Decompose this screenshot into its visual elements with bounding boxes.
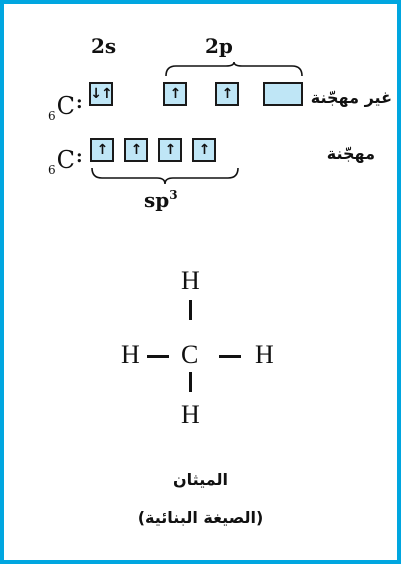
- atom-h-right: H: [255, 340, 274, 369]
- hybrid-orbital-box-4: ↑: [192, 138, 216, 162]
- sp3-label: sp3: [144, 188, 178, 212]
- bond-top: [189, 300, 192, 320]
- orbital-2s-label: 2s: [91, 34, 117, 58]
- colon-unexcited: :: [76, 92, 83, 113]
- atom-h-top: H: [181, 266, 200, 295]
- carbon-symbol-hybridized: 6C: [48, 146, 76, 177]
- caption-name: الميثان: [173, 470, 228, 489]
- orbital-box-2p-3: [263, 82, 303, 106]
- bond-bottom: [189, 372, 192, 392]
- hybrid-orbital-box-3: ↑: [158, 138, 182, 162]
- atom-h-left: H: [121, 340, 140, 369]
- caption-subtitle: (الصيغة البنائية): [137, 508, 264, 527]
- orbital-2p-label: 2p: [205, 34, 233, 58]
- colon-hybridized: :: [76, 146, 83, 167]
- brace-sp3: [91, 167, 239, 185]
- orbital-box-2p-2: ↑: [215, 82, 239, 106]
- hybrid-orbital-box-2: ↑: [124, 138, 148, 162]
- brace-2p: [165, 61, 303, 77]
- atom-h-bottom: H: [181, 400, 200, 429]
- label-unexcited: غير مهجّنة: [310, 88, 392, 107]
- carbon-symbol-unexcited: 6C: [48, 92, 76, 123]
- orbital-box-2s: ↓↑: [89, 82, 113, 106]
- bond-right: [219, 355, 241, 358]
- atom-c-center: C: [181, 340, 199, 369]
- bond-left: [147, 355, 169, 358]
- hybrid-orbital-box-1: ↑: [90, 138, 114, 162]
- orbital-box-2p-1: ↑: [163, 82, 187, 106]
- label-hybridized: مهجّنة: [326, 144, 375, 163]
